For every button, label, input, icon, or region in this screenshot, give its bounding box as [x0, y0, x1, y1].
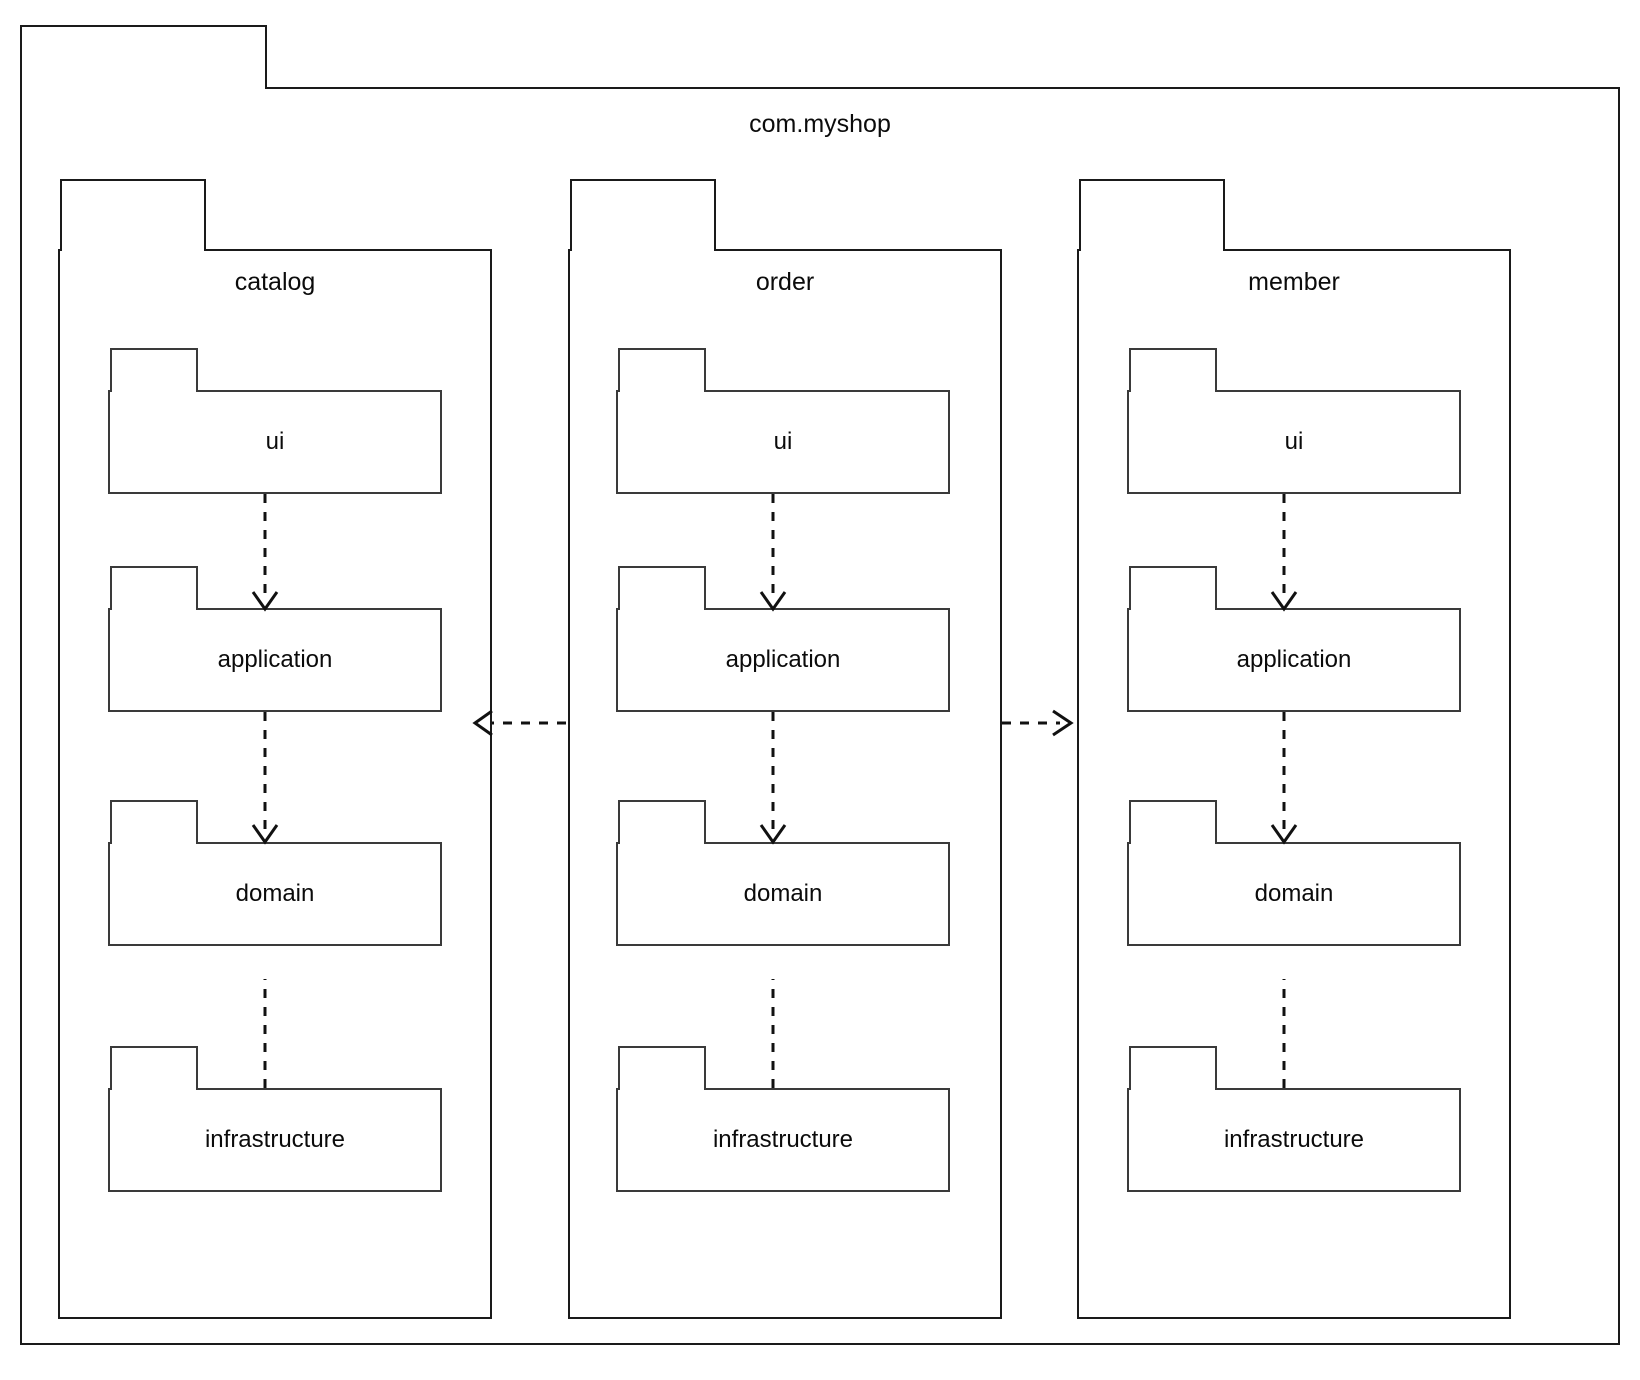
- root-package-tab: [20, 25, 267, 89]
- leaf-tab-order-ui: [618, 348, 706, 392]
- package-label-member: member: [1248, 268, 1340, 296]
- leaf-package-order-ui[interactable]: ui: [616, 390, 950, 494]
- leaf-label-member-ui: ui: [1284, 428, 1304, 455]
- arrowhead-hollow-order-infrastructure-domain: [763, 957, 783, 979]
- arrowhead-open-order-catalog: [472, 709, 493, 737]
- leaf-tab-catalog-ui: [110, 348, 198, 392]
- arrowhead-open-order-member: [1052, 709, 1074, 737]
- leaf-tab-order-domain: [618, 800, 706, 844]
- leaf-package-catalog-ui[interactable]: ui: [108, 390, 442, 494]
- leaf-tab-catalog-infrastructure: [110, 1046, 198, 1090]
- leaf-label-member-application: application: [1236, 646, 1352, 673]
- leaf-label-order-application: application: [725, 646, 841, 673]
- leaf-label-member-domain: domain: [1254, 880, 1334, 907]
- leaf-tab-member-ui: [1129, 348, 1217, 392]
- arrowhead-open-order-application-domain: [759, 824, 787, 845]
- leaf-package-member-infrastructure[interactable]: infrastructure: [1127, 1088, 1461, 1192]
- package-tab-member: [1079, 179, 1225, 251]
- leaf-package-order-domain[interactable]: domain: [616, 842, 950, 946]
- arrowhead-hollow-catalog-infrastructure-domain: [255, 957, 275, 979]
- leaf-tab-member-domain: [1129, 800, 1217, 844]
- leaf-package-member-application[interactable]: application: [1127, 608, 1461, 712]
- leaf-package-catalog-infrastructure[interactable]: infrastructure: [108, 1088, 442, 1192]
- leaf-package-catalog-domain[interactable]: domain: [108, 842, 442, 946]
- package-label-catalog: catalog: [234, 268, 316, 296]
- leaf-package-catalog-application[interactable]: application: [108, 608, 442, 712]
- arrowhead-open-member-application-domain: [1270, 824, 1298, 845]
- leaf-tab-member-infrastructure: [1129, 1046, 1217, 1090]
- leaf-tab-catalog-domain: [110, 800, 198, 844]
- leaf-package-member-domain[interactable]: domain: [1127, 842, 1461, 946]
- leaf-label-order-domain: domain: [743, 880, 823, 907]
- arrowhead-open-catalog-application-domain: [251, 824, 279, 845]
- arrowhead-open-catalog-ui-application: [251, 591, 279, 612]
- leaf-label-member-infrastructure: infrastructure: [1223, 1126, 1365, 1153]
- leaf-package-order-application[interactable]: application: [616, 608, 950, 712]
- leaf-tab-catalog-application: [110, 566, 198, 610]
- arrowhead-open-member-ui-application: [1270, 591, 1298, 612]
- package-tab-order: [570, 179, 716, 251]
- arrowhead-hollow-member-infrastructure-domain: [1274, 957, 1294, 979]
- leaf-label-catalog-ui: ui: [265, 428, 285, 455]
- root-package-label: com.myshop: [749, 110, 891, 138]
- package-label-order: order: [755, 268, 815, 296]
- leaf-label-order-ui: ui: [773, 428, 793, 455]
- leaf-package-order-infrastructure[interactable]: infrastructure: [616, 1088, 950, 1192]
- leaf-tab-order-application: [618, 566, 706, 610]
- leaf-tab-member-application: [1129, 566, 1217, 610]
- leaf-label-catalog-application: application: [217, 646, 333, 673]
- leaf-label-order-infrastructure: infrastructure: [712, 1126, 854, 1153]
- leaf-label-catalog-domain: domain: [235, 880, 315, 907]
- leaf-tab-order-infrastructure: [618, 1046, 706, 1090]
- leaf-package-member-ui[interactable]: ui: [1127, 390, 1461, 494]
- arrowhead-open-order-ui-application: [759, 591, 787, 612]
- leaf-label-catalog-infrastructure: infrastructure: [204, 1126, 346, 1153]
- package-tab-catalog: [60, 179, 206, 251]
